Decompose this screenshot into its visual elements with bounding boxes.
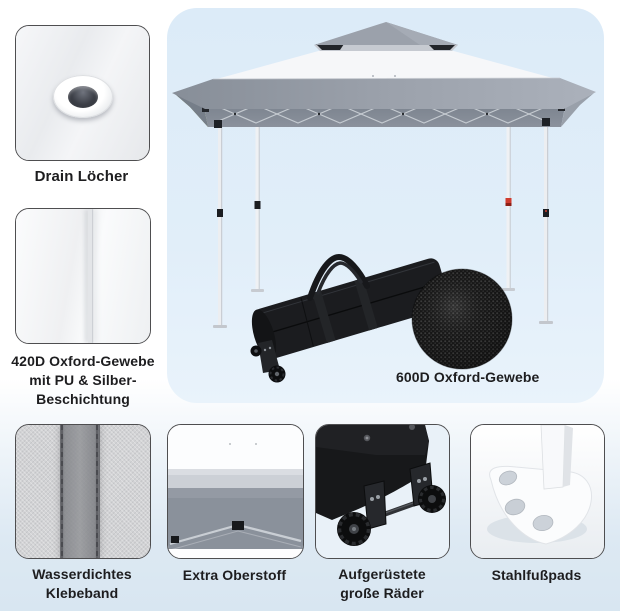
seam-tape-band — [60, 425, 100, 558]
drain-grommet — [53, 75, 113, 118]
canopy-underside-graphic — [168, 425, 303, 558]
tape-stitch-line — [61, 425, 63, 558]
fabric-zoom-circle — [411, 268, 513, 370]
foot-pads-label: Stahlfußpads — [491, 567, 582, 583]
canopy-underside-photo-tile — [167, 424, 304, 559]
white-fabric-seam — [16, 209, 150, 343]
canopy-top-tier — [314, 22, 458, 51]
foot-pad-graphic — [471, 425, 604, 558]
canopy-roof — [213, 50, 560, 80]
tape-stitch-line — [96, 425, 98, 558]
drain-hole-photo-tile — [15, 25, 150, 161]
steel-foot-pad-photo-tile — [470, 424, 605, 559]
bag-wheels-graphic — [316, 425, 449, 558]
wheels-label: Aufgerüstete große Räder — [338, 566, 426, 601]
carry-bag — [250, 253, 450, 383]
gazebo-legs — [213, 125, 553, 328]
drain-label: Drain Löcher — [34, 168, 129, 185]
fabric-seam — [88, 209, 92, 343]
bag-handle — [307, 253, 370, 301]
top-fabric-label: Extra Oberstoff — [182, 567, 287, 583]
canopy-valance — [175, 93, 594, 128]
bag-wheels-photo-tile — [315, 424, 450, 559]
waterproof-tape-photo-tile — [15, 424, 151, 559]
canopy-eave — [172, 78, 596, 109]
fabric-420d-label: 420D Oxford-Gewebe mit PU & Silber- Besc… — [11, 353, 155, 407]
oxford-600d-label: 600D Oxford-Gewebe — [396, 369, 540, 385]
tape-label: Wasserdichtes Klebeband — [32, 566, 132, 601]
fabric-420d-photo-tile — [15, 208, 151, 344]
drain-grommet-hole — [68, 86, 98, 108]
